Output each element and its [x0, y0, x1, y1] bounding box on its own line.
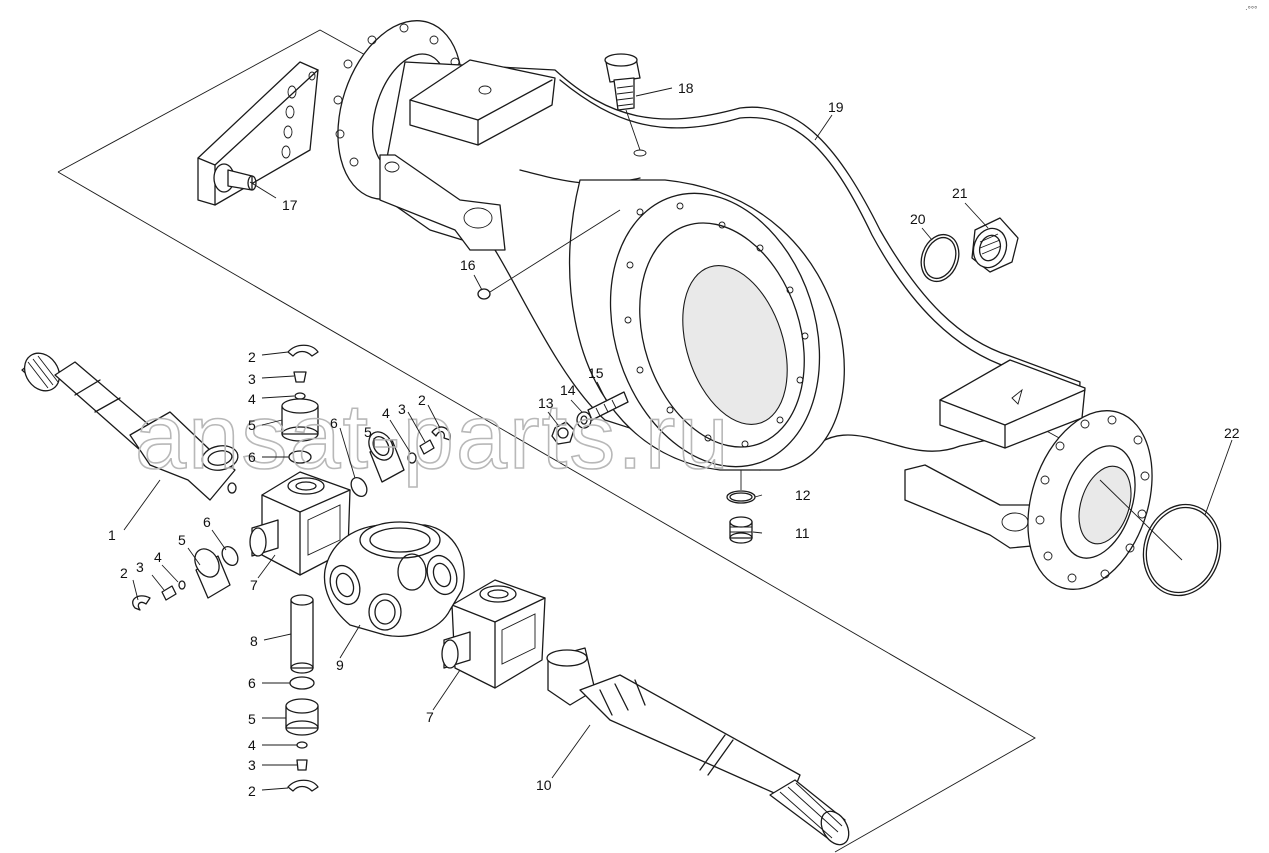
callout-4: 4: [248, 737, 256, 753]
bearing-set-bottom: [285, 594, 319, 792]
callout-1: 1: [108, 527, 116, 543]
callout-15: 15: [588, 365, 604, 381]
cross-block-upper: [249, 471, 351, 576]
callout-4: 4: [382, 405, 390, 421]
callout-17: 17: [282, 197, 298, 213]
callout-5: 5: [248, 417, 256, 433]
callout-10: 10: [536, 777, 552, 793]
plug: [477, 209, 621, 300]
callout-3: 3: [248, 371, 256, 387]
callout-5: 5: [248, 711, 256, 727]
callout-22: 22: [1224, 425, 1240, 441]
callout-2: 2: [120, 565, 128, 581]
callout-5: 5: [364, 424, 372, 440]
bearing-set-top: [281, 344, 319, 464]
callout-7: 7: [250, 577, 258, 593]
bolt: [604, 53, 647, 157]
callout-4: 4: [154, 549, 162, 565]
callout-3: 3: [398, 401, 406, 417]
bearing-set-right: [350, 426, 451, 497]
watermark: ansat-parts.ru: [135, 386, 731, 488]
callout-3: 3: [136, 559, 144, 575]
callout-18: 18: [678, 80, 694, 96]
callout-7: 7: [426, 709, 434, 725]
callout-labels: 1 2 3 4 5 6 7 8 6 5 4 3 2 9 7 10 11 12 1…: [108, 80, 1240, 799]
left-half-shaft: [21, 352, 239, 501]
callout-2: 2: [418, 392, 426, 408]
drain-plug: [726, 470, 756, 544]
callout-3: 3: [248, 757, 256, 773]
callout-6: 6: [248, 675, 256, 691]
callout-16: 16: [460, 257, 476, 273]
callout-6: 6: [330, 415, 338, 431]
cross-block-lower: [441, 579, 546, 689]
center-double-yoke: [323, 521, 465, 637]
callout-12: 12: [795, 487, 811, 503]
callout-11: 11: [795, 525, 810, 541]
seal-ring: [1099, 479, 1222, 597]
callout-8: 8: [250, 633, 258, 649]
callout-19: 19: [828, 99, 844, 115]
callout-21: 21: [952, 185, 968, 201]
callout-20: 20: [910, 211, 926, 227]
corner-mark: ·°°°: [1245, 5, 1257, 14]
callout-2: 2: [248, 783, 256, 799]
callout-14: 14: [560, 382, 576, 398]
callout-2: 2: [248, 349, 256, 365]
bearing-set-left: [132, 546, 239, 611]
right-half-shaft: [546, 647, 850, 846]
callout-13: 13: [538, 395, 554, 411]
stud-assembly: [551, 391, 629, 445]
callout-9: 9: [336, 657, 344, 673]
callout-5: 5: [178, 532, 186, 548]
callout-4: 4: [248, 391, 256, 407]
axle-housing: [333, 20, 1153, 590]
callout-6: 6: [203, 514, 211, 530]
callout-leaders: [123, 87, 1233, 791]
breather-plug: [920, 217, 1019, 283]
callout-6: 6: [248, 449, 256, 465]
bracket-plate: [197, 61, 319, 206]
